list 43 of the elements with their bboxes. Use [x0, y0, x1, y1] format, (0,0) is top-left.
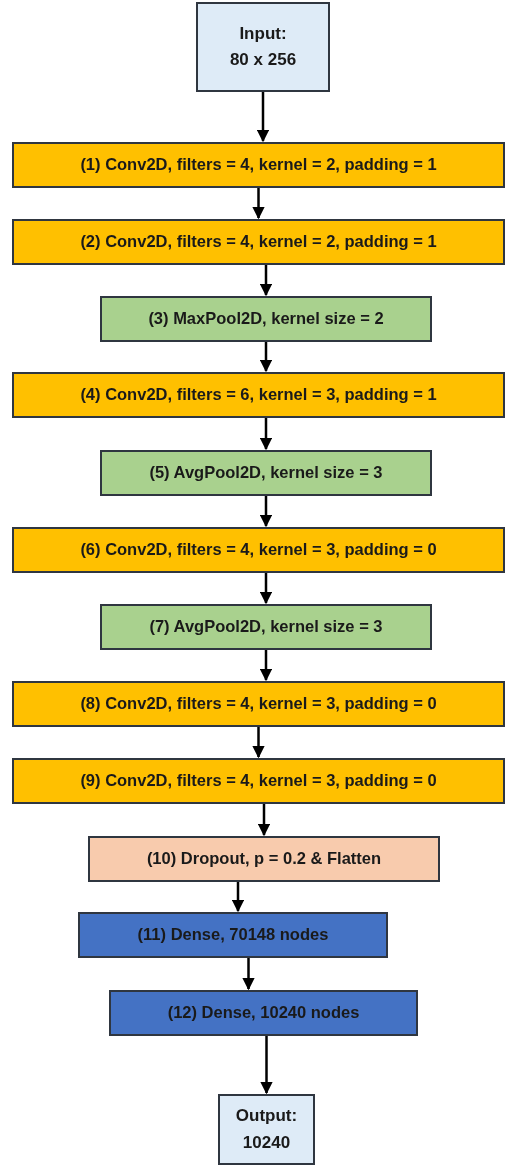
layer-label: Input: [239, 22, 287, 45]
layer-label: (3) MaxPool2D, kernel size = 2 [148, 308, 384, 330]
arrow [259, 265, 273, 297]
arrow [260, 1036, 273, 1095]
pooling-layer-box [100, 296, 432, 342]
dense-layer-box [109, 990, 418, 1036]
arrow [259, 573, 273, 605]
arrow [259, 650, 273, 682]
layer-label: (2) Conv2D, filters = 4, kernel = 2, padding = 1 [80, 231, 437, 253]
layer-label: (11) Dense, 70148 nodes [137, 924, 329, 946]
layer-label: (6) Conv2D, filters = 4, kernel = 3, padding = 0 [80, 539, 437, 561]
layer-label: (7) AvgPool2D, kernel size = 3 [149, 616, 383, 638]
dense-layer-box [78, 912, 388, 958]
conv-layer-box [12, 681, 505, 727]
layer-label: (4) Conv2D, filters = 6, kernel = 3, padding = 1 [80, 384, 437, 406]
arrow [257, 804, 271, 837]
layer-label: (1) Conv2D, filters = 4, kernel = 2, padding = 1 [80, 154, 437, 176]
conv-layer-box [12, 142, 505, 188]
conv-layer-box [12, 372, 505, 418]
layer-label: 10240 [242, 1131, 291, 1154]
pooling-layer-box [100, 604, 432, 650]
arrow [259, 342, 273, 373]
input-output-box [218, 1094, 315, 1165]
arrow [231, 882, 245, 913]
layer-label: (10) Dropout, p = 0.2 & Flatten [146, 848, 382, 870]
arrow [252, 188, 265, 220]
dropout-layer-box [88, 836, 440, 882]
layer-label: (8) Conv2D, filters = 4, kernel = 3, padding = 0 [80, 693, 437, 715]
input-output-box [196, 2, 330, 92]
arrow [242, 958, 255, 991]
arrow [259, 496, 273, 528]
conv-layer-box [12, 219, 505, 265]
layer-label: Output: [235, 1105, 298, 1128]
conv-layer-box [12, 758, 505, 804]
conv-layer-box [12, 527, 505, 573]
pooling-layer-box [100, 450, 432, 496]
arrow [259, 418, 273, 451]
arrow [252, 727, 265, 759]
layer-label: 80 x 256 [229, 49, 297, 71]
layer-label: (9) Conv2D, filters = 4, kernel = 3, padding = 0 [80, 770, 437, 792]
layer-label: (5) AvgPool2D, kernel size = 3 [149, 462, 383, 484]
arrow [256, 92, 270, 143]
layer-label: (12) Dense, 10240 nodes [167, 1002, 360, 1024]
